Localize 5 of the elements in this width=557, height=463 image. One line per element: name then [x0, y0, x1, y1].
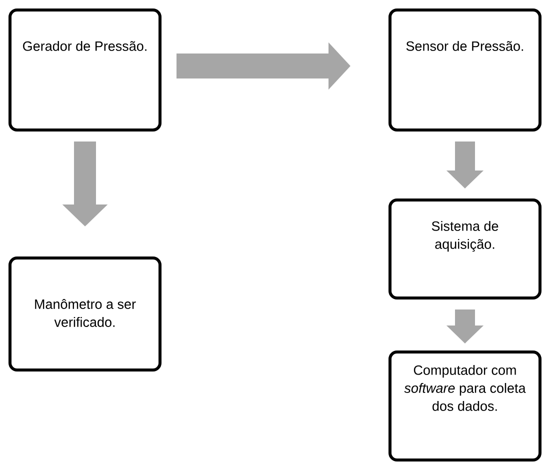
- process-box: Manômetro a ser verificado.: [8, 256, 162, 372]
- process-box: Computador com software para coleta dos dados.: [388, 350, 542, 462]
- process-box: Gerador de Pressão.: [8, 8, 162, 132]
- process-box: Sistema de aquisição.: [388, 198, 542, 300]
- process-box: Sensor de Pressão.: [388, 8, 542, 132]
